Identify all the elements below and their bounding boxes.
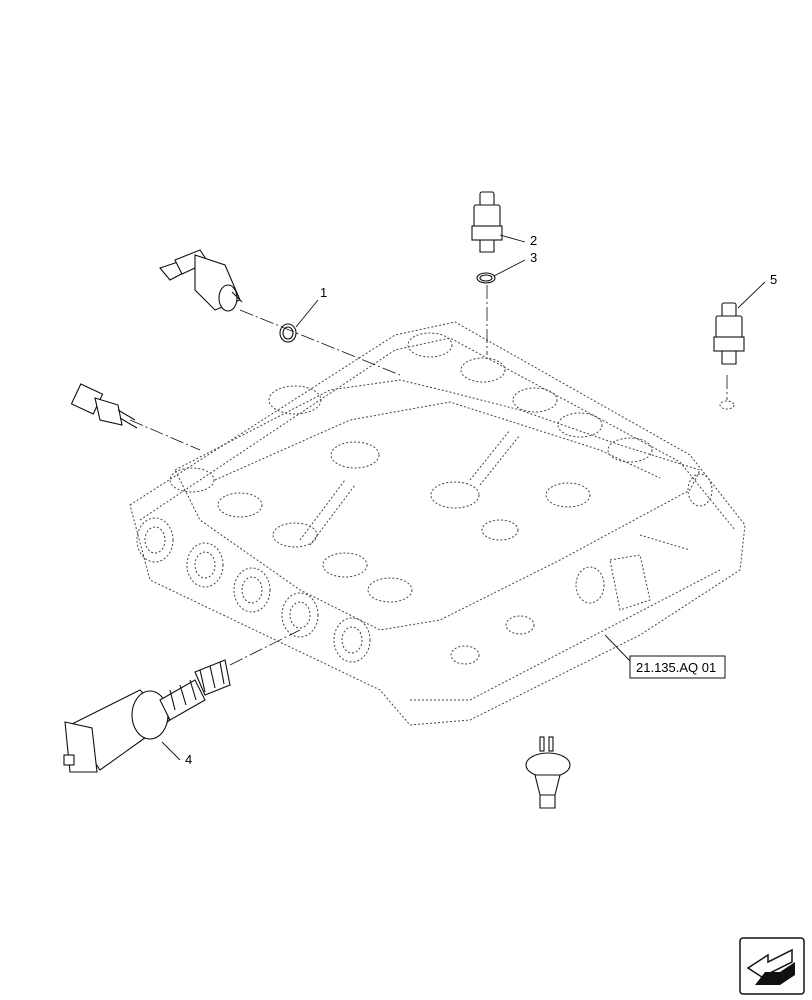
callout-2-label: 2 [530, 233, 537, 248]
callout-3-label: 3 [530, 250, 537, 265]
o-ring-part-3 [476, 272, 496, 284]
pressure-sender-bottom [525, 736, 571, 809]
pressure-switch-part-5 [713, 302, 745, 410]
callout-1: 1 [295, 285, 327, 328]
next-page-arrow-icon[interactable] [739, 937, 805, 995]
callout-5: 5 [737, 272, 777, 309]
reference-label[interactable]: 21.135.AQ 01 [636, 660, 716, 675]
solenoid-valve-part-4 [63, 659, 231, 773]
valve-body-housing [129, 321, 746, 726]
pressure-switch-part-2 [471, 191, 503, 253]
assembly-axis-lines [129, 285, 728, 666]
callout-4: 4 [161, 741, 192, 767]
callout-4-label: 4 [185, 752, 192, 767]
callout-3: 3 [493, 250, 537, 277]
pressure-switch-upper-left [159, 249, 243, 312]
temperature-sender-left [70, 383, 138, 429]
reference-box[interactable] [629, 655, 726, 679]
reference-callout[interactable]: 21.135.AQ 01 [604, 634, 726, 679]
callout-5-label: 5 [770, 272, 777, 287]
callout-2: 2 [499, 233, 537, 248]
callout-1-label: 1 [320, 285, 327, 300]
o-ring-part-1 [279, 323, 297, 343]
